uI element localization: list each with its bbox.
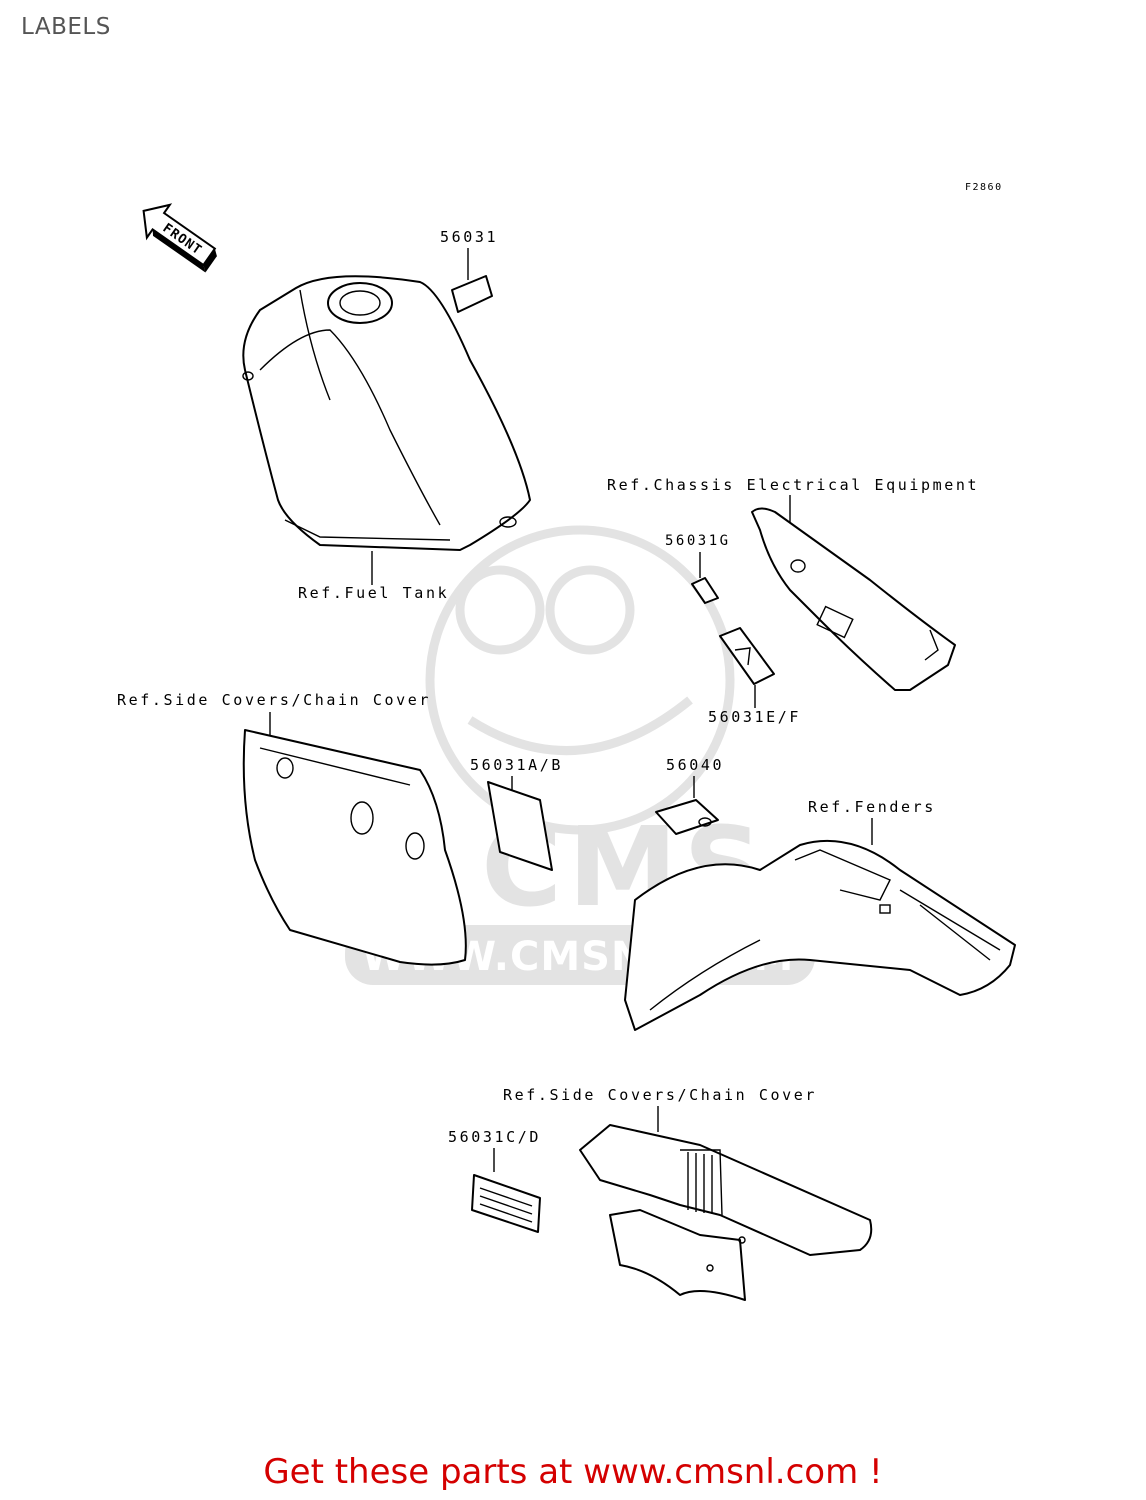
decal-56031ef [719,627,775,685]
ref-chassis-electrical: Ref.Chassis Electrical Equipment [607,476,979,494]
decal-56031g [691,577,719,604]
promo-link[interactable]: Get these parts at www.cmsnl.com ! [263,1452,883,1492]
ref-side-covers-1: Ref.Side Covers/Chain Cover [117,691,431,709]
figure-code: F2860 [965,182,1003,193]
label-56040: 56040 [666,756,724,774]
fuel-tank [242,275,531,551]
label-56031cd: 56031C/D [448,1128,541,1146]
ref-fenders: Ref.Fenders [808,798,936,816]
decal-56031ab [487,781,553,871]
label-56031g: 56031G [665,533,731,549]
watermark-mascot-icon [425,525,735,835]
decal-56040 [655,799,719,835]
side-cover [242,729,467,966]
decal-56031cd [471,1174,541,1233]
front-arrow-icon: FRONT [142,203,217,273]
chain-cover [579,1124,873,1301]
page-title: LABELS [21,14,111,40]
decal-56031 [451,275,493,313]
label-56031ef: 56031E/F [708,708,801,726]
label-56031: 56031 [440,228,498,246]
label-56031ab: 56031A/B [470,756,563,774]
ref-side-covers-2: Ref.Side Covers/Chain Cover [503,1086,817,1104]
rear-fender [624,839,1016,1031]
ref-fuel-tank: Ref.Fuel Tank [298,584,449,602]
electrical-cover [751,507,956,691]
